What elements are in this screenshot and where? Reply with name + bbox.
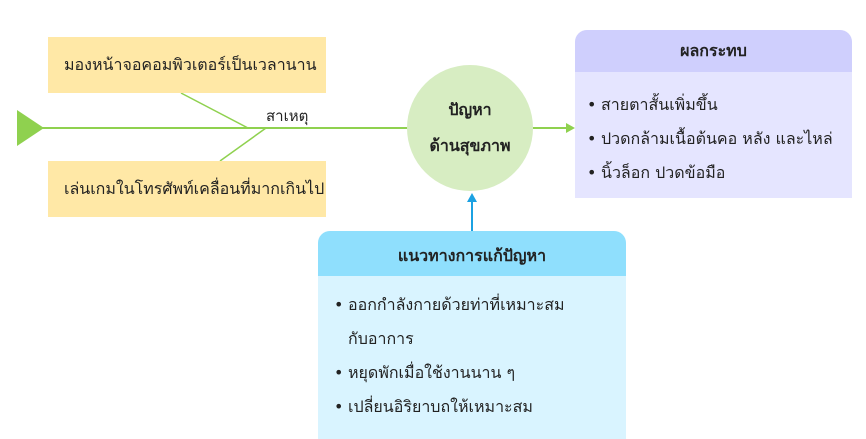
list-item: •นิ้วล็อก ปวดข้อมือ <box>587 163 726 182</box>
list-item: •ปวดกล้ามเนื้อต้นคอ หลัง และไหล่ <box>587 129 833 148</box>
effect-text: สายตาสั้นเพิ่มขึ้น <box>601 95 718 114</box>
effect-arrowhead-icon <box>566 123 575 133</box>
solution-text: ออกกำลังกายด้วยท่าที่เหมาะสม <box>348 295 565 314</box>
solutions-panel: แนวทางการแก้ปัญหา •ออกกำลังกายด้วยท่าที่… <box>318 231 626 439</box>
effect-text: ปวดกล้ามเนื้อต้นคอ หลัง และไหล่ <box>601 129 833 148</box>
cause-box-1: มองหน้าจอคอมพิวเตอร์เป็นเวลานาน <box>48 37 326 93</box>
effects-panel: ผลกระทบ •สายตาสั้นเพิ่มขึ้น •ปวดกล้ามเนื… <box>575 30 852 198</box>
cause-box-2: เล่นเกมในโทรศัพท์เคลื่อนที่มากเกินไป <box>48 161 326 217</box>
problem-title-line2: ด้านสุขภาพ <box>429 136 511 155</box>
effects-title: ผลกระทบ <box>575 30 852 72</box>
solution-text: กับอาการ <box>348 329 414 348</box>
list-item-continuation: กับอาการ <box>334 322 626 356</box>
cause-text: เล่นเกมในโทรศัพท์เคลื่อนที่มากเกินไป <box>64 178 325 198</box>
fish-tail-triangle-icon <box>17 110 44 146</box>
solutions-title: แนวทางการแก้ปัญหา <box>318 231 626 276</box>
list-item: •ออกกำลังกายด้วยท่าที่เหมาะสม <box>334 295 565 314</box>
list-item: •สายตาสั้นเพิ่มขึ้น <box>587 95 718 114</box>
solution-arrowhead-icon <box>467 193 477 202</box>
list-item: •เปลี่ยนอิริยาบถให้เหมาะสม <box>334 397 533 416</box>
solution-text: เปลี่ยนอิริยาบถให้เหมาะสม <box>348 397 533 416</box>
cause-branch-bottom <box>219 127 267 162</box>
problem-title-line1: ปัญหา <box>448 100 492 119</box>
cause-text: มองหน้าจอคอมพิวเตอร์เป็นเวลานาน <box>64 54 317 74</box>
problem-circle: ปัญหา ด้านสุขภาพ <box>407 65 533 191</box>
solution-text: หยุดพักเมื่อใช้งานนาน ๆ <box>348 363 516 382</box>
cause-branch-top <box>180 92 249 129</box>
effect-text: นิ้วล็อก ปวดข้อมือ <box>601 163 726 182</box>
list-item: •หยุดพักเมื่อใช้งานนาน ๆ <box>334 363 516 382</box>
causes-label: สาเหตุ <box>266 107 309 125</box>
